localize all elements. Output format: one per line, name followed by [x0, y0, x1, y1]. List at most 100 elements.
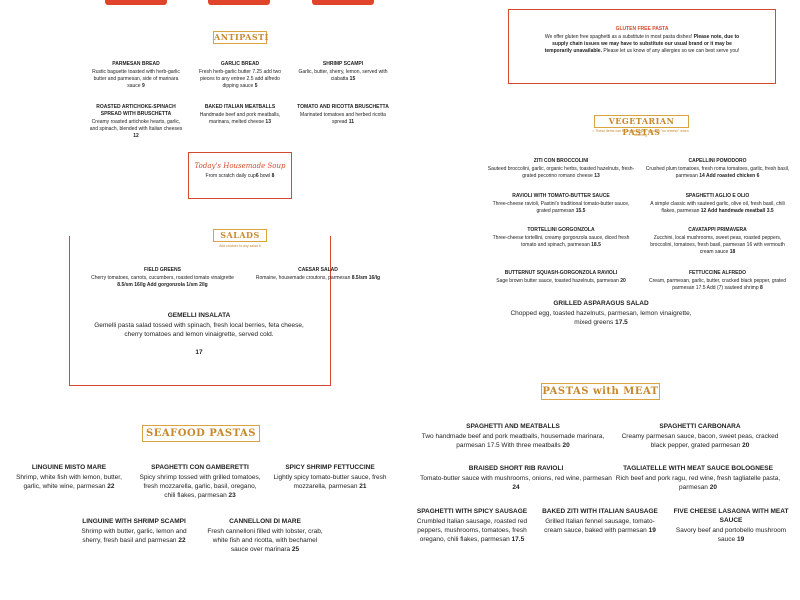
section-title-meat: PASTAS with MEAT: [541, 383, 660, 400]
item-desc: Three-cheese ravioli, Pastini's traditio…: [492, 201, 630, 214]
antipasti-item: GARLIC BREAD Fresh herb-garlic butter 7.…: [195, 61, 285, 90]
item-name: CANNELLONI DI MARE: [229, 518, 301, 525]
gluten-free-body-1: We offer gluten free spaghetti as a subs…: [544, 34, 693, 40]
gluten-free-box: GLUTEN FREE PASTA We offer gluten free s…: [508, 9, 776, 84]
item-price: 22: [107, 483, 115, 490]
item-price: 13: [265, 119, 271, 125]
top-tab-3[interactable]: [312, 0, 374, 5]
meat-item: SPAGHETTI WITH SPICY SAUSAGE Crumbled It…: [413, 507, 531, 544]
item-name: CAVATAPPI PRIMAVERA: [688, 227, 747, 233]
item-name: FIELD GREENS: [144, 267, 181, 273]
item-price: 17: [195, 349, 203, 356]
item-price: 21: [359, 483, 367, 490]
item-name: SPAGHETTI CARBONARA: [659, 423, 741, 430]
item-desc: Shrimp, white fish with lemon, butter, g…: [16, 474, 122, 490]
item-desc: Handmade beef and pork meatballs, marina…: [199, 112, 281, 125]
item-desc: Marinated tomatoes and herbed ricotta sp…: [300, 112, 386, 125]
soup-desc: From scratch daily cup: [205, 173, 256, 179]
vegetarian-item: RAVIOLI WITH TOMATO-BUTTER SAUCE Three-c…: [487, 193, 635, 215]
top-tab-1[interactable]: [105, 0, 167, 5]
salad-item: FIELD GREENS Cherry tomatoes, carrots, c…: [85, 267, 240, 289]
item-price: 11: [348, 119, 354, 125]
item-desc: Romaine, housemade croutons, parmesan: [255, 275, 351, 281]
gluten-free-body: We offer gluten free spaghetti as a subs…: [509, 32, 775, 55]
seafood-item: LINGUINE WITH SHRIMP SCAMPI Shrimp with …: [76, 517, 192, 545]
item-desc: Sauteed broccolini, garlic, organic herb…: [487, 166, 635, 179]
vegetarian-item: ZITI CON BROCCOLINI Sauteed broccolini, …: [487, 158, 635, 180]
item-desc: Spicy shrimp tossed with grilled tomatoe…: [139, 474, 261, 499]
item-desc: Fresh herb-garlic butter 7.25 add two pi…: [199, 69, 281, 89]
vegetarian-item: BUTTERNUT SQUASH-GORGONZOLA RAVIOLI Sage…: [487, 270, 635, 285]
soup-desc-line: From scratch daily cup6 bowl 8: [189, 173, 291, 179]
item-name: LINGUINE MISTO MARE: [31, 464, 107, 471]
meat-item: FIVE CHEESE LASAGNA WITH MEAT SAUCE Savo…: [672, 507, 790, 544]
salad-item: GEMELLI INSALATA Gemelli pasta salad tos…: [88, 311, 310, 357]
antipasti-item: SHRIMP SCAMPI Garlic, butter, sherry, le…: [296, 61, 390, 83]
vegetarian-item: CAVATAPPI PRIMAVERA Zucchini, local mush…: [645, 227, 790, 256]
gluten-free-title: GLUTEN FREE PASTA: [615, 26, 669, 32]
item-price: 17.5: [511, 536, 525, 543]
item-price: 20: [742, 442, 750, 449]
item-desc: Rich beef and pork ragu, red wine, fresh…: [615, 475, 781, 491]
item-price: 13: [594, 173, 600, 179]
item-name: BRAISED SHORT RIB RAVIOLI: [468, 465, 564, 472]
item-name: SPAGHETTI WITH SPICY SAUSAGE: [416, 508, 528, 515]
item-price: 24: [512, 484, 520, 491]
item-price: 19: [648, 527, 656, 534]
item-price: 12 Add handmade meatball 3.5: [700, 208, 774, 214]
item-name: ZITI CON BROCCOLINI: [533, 158, 589, 164]
vegetarian-item: FETTUCCINE ALFREDO Cream, parmesan, garl…: [645, 270, 790, 292]
antipasti-item: TOMATO AND RICOTTA BRUSCHETTA Marinated …: [296, 104, 390, 126]
item-price: 20: [709, 484, 717, 491]
item-name: CAESAR SALAD: [298, 267, 338, 273]
item-price: 5: [254, 83, 258, 89]
item-name: SPICY SHRIMP FETTUCCINE: [285, 464, 375, 471]
meat-item: SPAGHETTI AND MEATBALLS Two handmade bee…: [413, 422, 613, 450]
soup-price-bowl: 8: [271, 173, 275, 179]
soup-price-cup: 6: [255, 173, 259, 179]
item-price: 18.5: [591, 242, 601, 248]
item-name: SPAGHETTI CON GAMBERETTI: [151, 464, 249, 471]
salad-item: CAESAR SALAD Romaine, housemade croutons…: [250, 267, 386, 282]
item-desc: Two handmade beef and pork meatballs, ho…: [421, 433, 605, 449]
top-tab-2[interactable]: [208, 0, 270, 5]
vegetarian-item: CAPELLINI POMODORO Crushed plum tomatoes…: [645, 158, 790, 180]
item-desc: Grilled Italian fennel sausage, tomato-c…: [544, 518, 655, 534]
item-desc: Tomato-butter sauce with mushrooms, onio…: [420, 475, 612, 482]
item-name: TAGLIATELLE WITH MEAT SAUCE BOLOGNESE: [623, 465, 773, 472]
item-desc: Crushed plum tomatoes, fresh roma tomato…: [645, 166, 790, 179]
section-title-antipasti: ANTIPASTI: [213, 31, 269, 44]
item-price: 12: [133, 133, 139, 139]
item-name: GEMELLI INSALATA: [167, 312, 231, 319]
item-price: 20: [562, 442, 570, 449]
section-title-seafood: SEAFOOD PASTAS: [142, 425, 260, 442]
vegetarian-item: SPAGHETTI AGLIO E OLIO A simple classic …: [645, 193, 790, 215]
item-price: 20: [620, 278, 626, 284]
item-desc: Savory beef and portobello mushroom sauc…: [675, 527, 787, 543]
item-price: 8.5/sm 16/lg Add gorgonzola 1/sm 2/lg: [117, 282, 208, 288]
section-title-salads: SALADS: [213, 229, 267, 242]
antipasti-item: BAKED ITALIAN MEATBALLS Handmade beef an…: [195, 104, 285, 126]
item-name: SHRIMP SCAMPI: [322, 61, 364, 67]
item-name: TORTELLINI GORGONZOLA: [527, 227, 595, 233]
section-title-vegetarian: VEGETARIAN PASTAS: [594, 115, 689, 137]
item-desc: Crumbled Italian sausage, roasted red pe…: [416, 518, 528, 543]
item-name: BUTTERNUT SQUASH-GORGONZOLA RAVIOLI: [504, 270, 618, 276]
item-price: 9: [141, 83, 145, 89]
meat-item: BRAISED SHORT RIB RAVIOLI Tomato-butter …: [418, 464, 614, 492]
item-desc: Lightly spicy tomato-butter sauce, fresh…: [273, 474, 387, 490]
item-price: 22: [178, 537, 186, 544]
gluten-free-body-3: Please let us know of any allergies so w…: [603, 48, 740, 54]
item-desc: Rustic baguette toasted with herb-garlic…: [92, 69, 180, 89]
item-desc: Creamy roasted artichoke hearts, garlic,…: [89, 119, 183, 132]
item-price: 8: [760, 285, 763, 291]
item-price: 18: [729, 249, 736, 255]
item-name: GRILLED ASPARAGUS SALAD: [553, 300, 649, 307]
item-desc: Chopped egg, toasted hazelnuts, parmesan…: [510, 310, 692, 326]
item-price: 8.5/sm 16/lg: [351, 275, 381, 281]
item-desc: Zucchini, local mushrooms, sweet peas, r…: [650, 235, 785, 255]
antipasti-item: PARMESAN BREAD Rustic baguette toasted w…: [88, 61, 184, 90]
item-desc: A simple classic with sauteed garlic, ol…: [650, 201, 785, 214]
soup-box: Today's Housemade Soup From scratch dail…: [188, 152, 292, 199]
item-desc: Garlic, butter, sherry, lemon, served wi…: [298, 69, 388, 82]
